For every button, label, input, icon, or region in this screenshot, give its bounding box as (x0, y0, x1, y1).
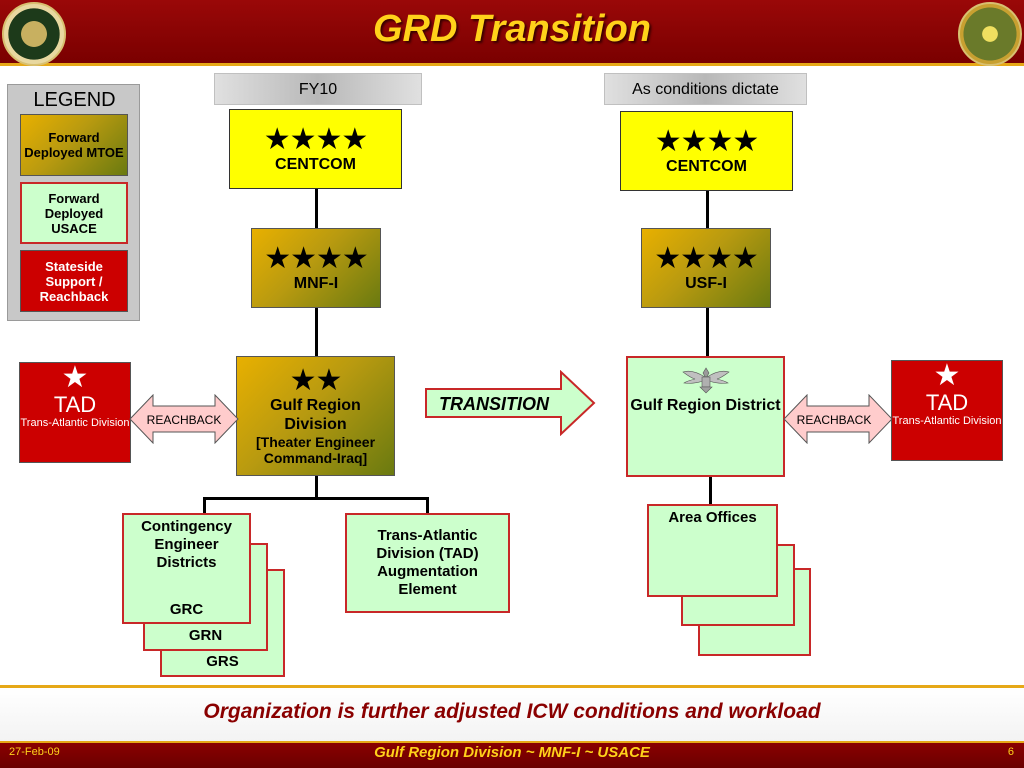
tad-subtitle: Trans-Atlantic Division (892, 415, 1002, 427)
fy10-tab: FY10 (214, 73, 422, 105)
legend: LEGEND Forward Deployed MTOE Forward Dep… (7, 84, 140, 321)
connector-district-offices (709, 477, 712, 504)
gulf-region-division-box: ★★ Gulf Region Division [Theater Enginee… (236, 356, 395, 476)
four-star-icon: ★★★★ (264, 241, 369, 275)
centcom-box-left: ★★★★ CENTCOM (229, 109, 402, 189)
gulf-region-division-seal-icon (958, 2, 1022, 66)
grd-label: Gulf Region Division (270, 397, 361, 433)
tad-box-right: ★ TAD Trans-Atlantic Division (891, 360, 1003, 461)
transition-arrow: TRANSITION (425, 370, 596, 436)
transition-label: TRANSITION (439, 394, 550, 414)
connector-to-augmentation (426, 497, 429, 513)
tad-title: TAD (925, 390, 969, 415)
footer-band (0, 685, 1024, 741)
mnfi-box: ★★★★ MNF-I (251, 228, 381, 308)
grd-sublabel: [Theater Engineer Command-Iraq] (255, 434, 376, 466)
star-icon: ★ (61, 361, 89, 394)
reachback-label: REACHBACK (797, 413, 872, 427)
area-office-card-1 (647, 504, 778, 597)
district-grn-label: GRN (188, 627, 223, 644)
footer-org-text: Gulf Region Division ~ MNF-I ~ USACE (374, 744, 650, 761)
gulf-region-district-label: Gulf Region District (630, 397, 781, 414)
legend-title: LEGEND (33, 89, 116, 111)
reachback-arrow-left: REACHBACK (129, 394, 239, 444)
legend-usace: Forward Deployed USACE (20, 182, 128, 244)
augmentation-label: Trans-Atlantic Division (TAD) Augmentati… (376, 527, 479, 598)
district-card-grc (122, 513, 251, 624)
tad-box-left: ★ TAD Trans-Atlantic Division (19, 362, 131, 463)
colonel-eagle-icon (681, 367, 730, 394)
usfi-label: USF-I (685, 274, 727, 292)
mnfi-label: MNF-I (293, 274, 339, 292)
four-star-icon: ★★★★ (654, 241, 759, 275)
star-icon: ★ (933, 359, 961, 392)
centcom-box-right: ★★★★ CENTCOM (620, 111, 793, 191)
two-star-icon: ★★ (289, 364, 343, 397)
connector-to-districts (203, 497, 206, 513)
augmentation-element-box: Trans-Atlantic Division (TAD) Augmentati… (345, 513, 510, 613)
area-offices-label: Area Offices (668, 509, 757, 526)
tad-title: TAD (53, 392, 97, 417)
connector-grd-down (315, 476, 318, 498)
conditions-tab: As conditions dictate (604, 73, 807, 105)
connector-horizontal-left (203, 497, 429, 500)
four-star-icon: ★★★★ (263, 122, 369, 156)
connector-centcom-mnfi (315, 189, 318, 228)
bottom-bar (0, 741, 1024, 768)
title-bar (0, 0, 1024, 66)
footer-message: Organization is further adjusted ICW con… (203, 700, 821, 723)
connector-mnfi-grd (315, 308, 318, 356)
multinational-force-iraq-seal-icon (2, 2, 66, 66)
legend-mtoe: Forward Deployed MTOE (20, 114, 128, 176)
tad-subtitle: Trans-Atlantic Division (20, 417, 130, 429)
connector-centcom-usfi (706, 191, 709, 228)
centcom-label: CENTCOM (275, 155, 356, 173)
reachback-arrow-right: REACHBACK (783, 394, 893, 444)
usfi-box: ★★★★ USF-I (641, 228, 771, 308)
legend-stateside: Stateside Support / Reachback (20, 250, 128, 312)
gulf-region-district-box: Gulf Region District (626, 356, 785, 477)
slide-date: 27-Feb-09 (9, 746, 60, 758)
connector-usfi-district (706, 308, 709, 356)
reachback-label: REACHBACK (147, 413, 222, 427)
four-star-icon: ★★★★ (654, 124, 760, 158)
district-grc-label: GRC (169, 601, 204, 618)
centcom-label: CENTCOM (666, 157, 747, 175)
districts-title: Contingency Engineer Districts (141, 518, 232, 571)
slide-title: GRD Transition (373, 8, 651, 50)
district-grs-label: GRS (206, 653, 239, 670)
page-number: 6 (1007, 746, 1014, 758)
